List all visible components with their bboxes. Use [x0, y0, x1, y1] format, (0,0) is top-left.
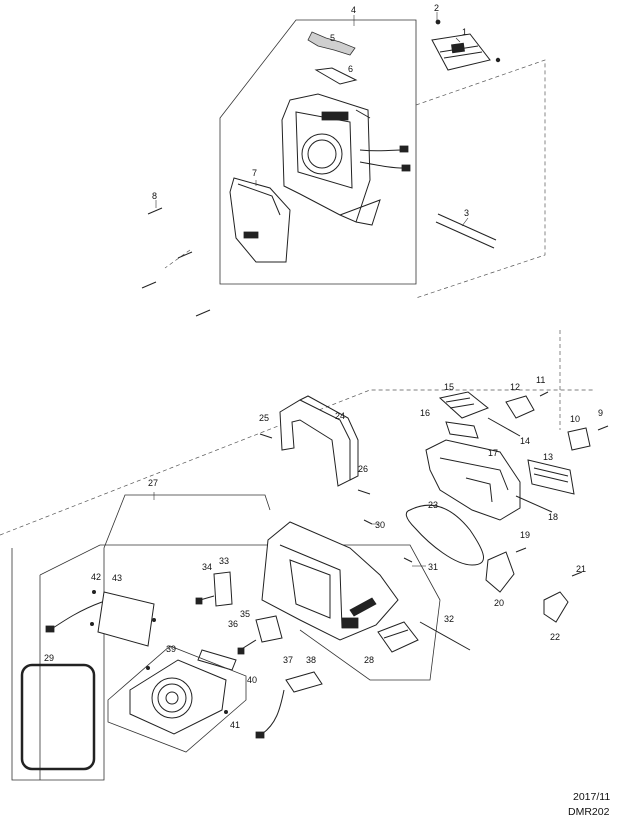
callout-40: 40 — [247, 675, 257, 685]
part-13-terminal — [527, 459, 575, 495]
part-24-handle — [279, 395, 359, 487]
part-20-side-cover — [485, 551, 515, 593]
callout-28: 28 — [364, 655, 374, 665]
part-29-gasket-frame — [20, 663, 96, 771]
group-outline-4 — [219, 19, 417, 285]
part-10-bracket — [567, 427, 591, 451]
callout-29: 29 — [44, 653, 54, 663]
callout-26: 26 — [358, 464, 368, 474]
part-43-pcb — [45, 590, 156, 647]
leader-lines — [153, 12, 469, 567]
part-35-board — [237, 615, 283, 655]
part-5-strip — [307, 31, 356, 56]
callout-27: 27 — [148, 478, 158, 488]
callout-24: 24 — [335, 411, 345, 421]
callout-5: 5 — [330, 33, 335, 43]
callout-41: 41 — [230, 720, 240, 730]
callout-19: 19 — [520, 530, 530, 540]
part-40-plate — [197, 649, 237, 671]
part-3-rods — [435, 213, 497, 249]
part-15-cover — [438, 391, 489, 419]
part-32-rod — [419, 621, 471, 651]
callout-15: 15 — [444, 382, 454, 392]
callout-18: 18 — [548, 512, 558, 522]
part-28-bracket — [377, 621, 419, 653]
callout-25: 25 — [259, 413, 269, 423]
callout-12: 12 — [510, 382, 520, 392]
callout-36: 36 — [228, 619, 238, 629]
callout-43: 43 — [112, 573, 122, 583]
part-33-switch-board — [195, 571, 233, 607]
part-6-plate — [314, 67, 358, 85]
callout-8: 8 — [152, 191, 157, 201]
callout-21: 21 — [576, 564, 586, 574]
part-22-bracket — [543, 591, 569, 623]
callout-38: 38 — [306, 655, 316, 665]
callout-20: 20 — [494, 598, 504, 608]
group-outline-27 — [11, 494, 271, 781]
callout-10: 10 — [570, 414, 580, 424]
callout-33: 33 — [219, 556, 229, 566]
callout-39: 39 — [166, 644, 176, 654]
part-1-control-panel — [431, 33, 491, 71]
part-16-cap — [445, 421, 479, 439]
callout-3: 3 — [464, 208, 469, 218]
callout-16: 16 — [420, 408, 430, 418]
part-2-screw — [435, 19, 441, 25]
part-17-battery-housing — [425, 439, 521, 521]
callout-1: 1 — [462, 27, 467, 37]
part-39-speaker-box — [107, 645, 247, 753]
callout-11: 11 — [536, 375, 545, 385]
callout-labels: 1 2 3 4 5 6 7 8 9 10 11 12 13 14 15 16 1… — [44, 3, 603, 730]
footer-date: 2017/11 — [573, 791, 610, 803]
part-38-connector-board — [255, 671, 323, 739]
part-7-rear-cover — [229, 177, 291, 263]
callout-23: 23 — [428, 500, 438, 510]
callout-4: 4 — [351, 5, 356, 15]
callout-13: 13 — [543, 452, 553, 462]
callout-32: 32 — [444, 614, 454, 624]
callout-2: 2 — [434, 3, 439, 13]
footer-model: DMR202 — [568, 806, 610, 818]
callout-30: 30 — [375, 520, 385, 530]
callout-42: 42 — [91, 572, 101, 582]
part-8-screws — [141, 207, 211, 317]
group-outline-28 — [299, 544, 441, 681]
part-25-screw — [259, 433, 273, 439]
part-26-screw — [357, 489, 371, 495]
callout-9: 9 — [598, 408, 603, 418]
callout-37: 37 — [283, 655, 293, 665]
part-23-gasket — [405, 504, 484, 566]
rear-chassis — [261, 521, 399, 641]
part-12-cap — [505, 395, 535, 419]
callout-22: 22 — [550, 632, 560, 642]
callout-6: 6 — [348, 64, 353, 74]
front-housing — [281, 93, 411, 226]
callout-17: 17 — [488, 448, 498, 458]
callout-35: 35 — [240, 609, 250, 619]
callout-14: 14 — [520, 436, 530, 446]
callout-7: 7 — [252, 168, 257, 178]
callout-34: 34 — [202, 562, 212, 572]
callout-31: 31 — [428, 562, 438, 572]
